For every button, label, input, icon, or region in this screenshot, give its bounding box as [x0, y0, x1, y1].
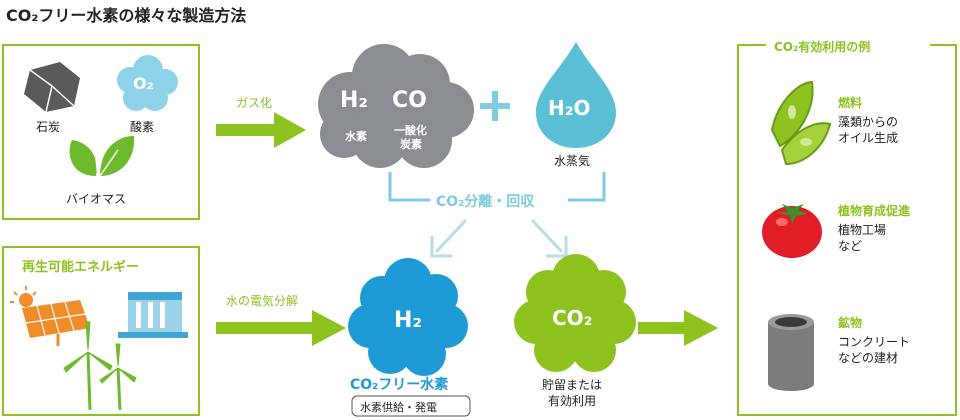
electrolysis-arrow [216, 310, 346, 346]
concrete-pipe-icon [768, 314, 814, 391]
utilization-heading-bg [766, 36, 930, 54]
h2-cloud [348, 258, 468, 376]
storage-label-line1: 貯留または [542, 378, 603, 392]
separation-arrow-left [430, 218, 468, 258]
supply-pill [351, 395, 471, 417]
oxygen-symbol: O₂ [133, 74, 154, 93]
separation-label: CO₂分離・回収 [436, 194, 535, 210]
storage-label-line2: 有効利用 [548, 394, 597, 408]
separation-bracket [388, 172, 606, 202]
electrolysis-label: 水の電気分解 [226, 294, 299, 308]
h2-label: 水素 [345, 130, 367, 143]
h2o-symbol: H₂O [548, 96, 591, 120]
plant-growth-title: 植物育成促進 [838, 204, 911, 218]
blue-h2-symbol: H₂ [394, 308, 423, 333]
gasification-label: ガス化 [236, 96, 273, 110]
h2-symbol: H₂ [340, 88, 369, 113]
fuel-desc-line1: 藻類からの [838, 115, 899, 129]
tomato-icon [762, 204, 822, 258]
mineral-desc-line2: などの建材 [838, 351, 899, 365]
utilization-arrow [638, 310, 718, 346]
mineral-desc-line1: コンクリート [838, 335, 911, 349]
co2-cloud [514, 254, 636, 372]
water-drop-icon [536, 42, 616, 148]
utilization-heading: CO₂有効利用の例 [774, 40, 871, 54]
solar-panel-icon [10, 286, 90, 346]
syngas-cloud [318, 44, 474, 168]
gasification-arrow [216, 112, 306, 148]
co-label-line1: 一酸化 [394, 124, 427, 137]
oxygen-label: 酸素 [130, 120, 155, 134]
co-label-line2: 炭素 [400, 138, 422, 151]
algae-pod-icon [770, 80, 832, 166]
biomass-leaf-icon [69, 136, 135, 179]
fuel-desc-line2: オイル生成 [838, 131, 899, 145]
fuel-title: 燃料 [838, 96, 863, 110]
renewable-heading: 再生可能エネルギー [22, 260, 140, 275]
co2-symbol: CO₂ [552, 306, 593, 330]
biomass-label: バイオマス [66, 192, 127, 206]
plus-icon [480, 91, 510, 121]
co-symbol: CO [392, 88, 427, 113]
wind-turbine-icon [63, 321, 137, 411]
plant-growth-desc-line2: など [838, 239, 863, 253]
co2-free-h2-label: CO₂フリー水素 [350, 377, 449, 393]
h2o-label: 水蒸気 [554, 154, 591, 168]
coal-label: 石炭 [36, 120, 61, 134]
mineral-title: 鉱物 [838, 316, 863, 330]
page-title: CO₂フリー水素の様々な製造方法 [6, 6, 247, 25]
plant-growth-desc-line1: 植物工場 [838, 223, 887, 237]
separation-arrow-right [530, 218, 568, 258]
coal-icon [24, 62, 80, 113]
supply-label: 水素供給・発電 [360, 401, 437, 414]
oxygen-cloud-icon [117, 55, 178, 111]
hydro-dam-icon [118, 292, 188, 338]
